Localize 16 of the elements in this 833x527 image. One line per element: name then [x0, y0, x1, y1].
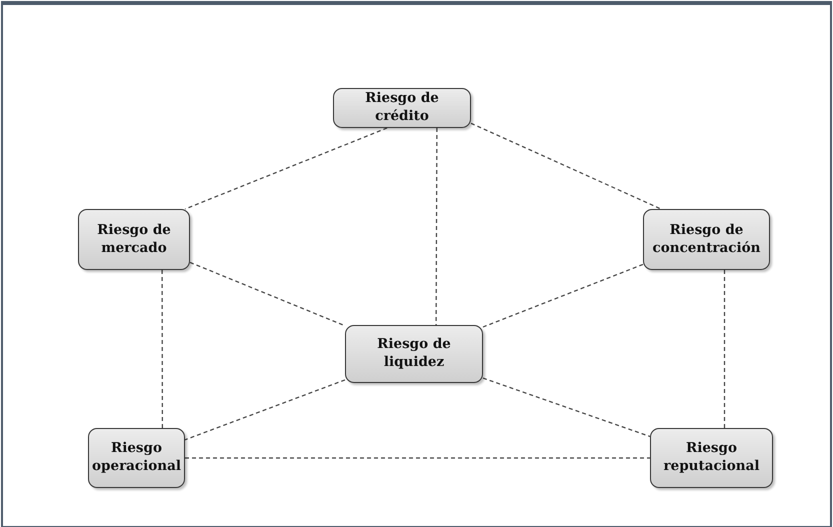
risk-box: Riesgo de liquidez	[345, 325, 483, 383]
dashed-connector	[185, 457, 650, 459]
dashed-connector	[482, 378, 650, 438]
dashed-connector	[724, 270, 726, 428]
risk-box: Riesgo reputacional	[650, 428, 773, 488]
dashed-connector	[482, 264, 644, 328]
dashed-connector	[184, 127, 388, 210]
risk-box: Riesgo de crédito	[333, 88, 471, 128]
dashed-connector	[162, 270, 163, 428]
risk-box: Riesgo de mercado	[78, 209, 190, 270]
dashed-connector	[470, 122, 662, 210]
dashed-connector	[190, 262, 346, 326]
risk-box: Riesgo de concentración	[643, 209, 770, 270]
dashed-connector	[184, 379, 346, 440]
dashed-connector	[436, 128, 438, 325]
risk-box: Riesgo operacional	[88, 428, 185, 488]
